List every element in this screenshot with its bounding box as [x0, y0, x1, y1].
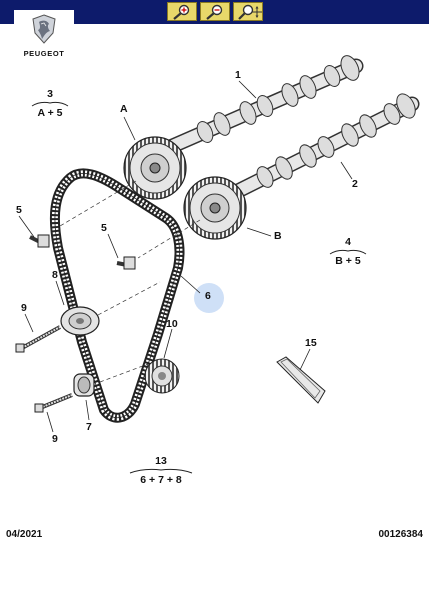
crankshaft-sprocket: [144, 358, 180, 394]
bolt-5-left: [29, 234, 50, 248]
group-13-brace: [129, 468, 193, 474]
pan-button[interactable]: [233, 2, 263, 21]
idler-roller: [73, 373, 95, 397]
group-3-number: 3: [47, 88, 53, 100]
group-3-formula: A + 5: [37, 107, 63, 119]
group-4-number: 4: [345, 236, 351, 248]
label-5-right: 5: [101, 222, 107, 234]
camshaft-top: [160, 55, 364, 156]
label-7: 7: [86, 421, 92, 433]
footer-date: 04/2021: [6, 529, 43, 540]
camshaft-pulley-b: [183, 176, 247, 240]
group-4: 4 B + 5: [328, 236, 368, 267]
group-13: 13 6 + 7 + 8: [128, 455, 194, 486]
camshaft-bottom: [228, 93, 420, 200]
label-9-lower: 9: [52, 433, 58, 445]
label-2: 2: [352, 178, 358, 190]
label-15: 15: [305, 337, 317, 349]
zoom-in-button[interactable]: [167, 2, 197, 21]
group-13-formula: 6 + 7 + 8: [140, 474, 182, 486]
highlight-marker: [194, 283, 224, 313]
zoom-out-button[interactable]: [200, 2, 230, 21]
construction-lines: [59, 180, 201, 383]
group-13-number: 13: [155, 455, 167, 467]
peugeot-lion-icon: [32, 14, 56, 44]
group-3: 3 A + 5: [30, 88, 70, 119]
label-10: 10: [166, 318, 178, 330]
label-1: 1: [235, 69, 241, 81]
label-a: A: [120, 103, 128, 115]
label-6: 6: [205, 290, 211, 302]
magnifier-plus-icon: [173, 4, 190, 20]
group-4-formula: B + 5: [335, 255, 361, 267]
brand-name: PEUGEOT: [23, 49, 65, 58]
label-b: B: [274, 230, 282, 242]
label-9-upper: 9: [21, 302, 27, 314]
bolt-9-upper: [15, 325, 61, 353]
magnifier-minus-icon: [206, 4, 223, 20]
group-4-brace: [329, 249, 367, 255]
gasket-plate: [276, 356, 326, 404]
brand-logo: PEUGEOT: [14, 10, 74, 62]
camshaft-pulley-a: [123, 136, 187, 200]
group-3-brace: [31, 101, 69, 107]
timing-belt: [49, 168, 185, 423]
bolt-9-lower: [34, 393, 73, 413]
bolt-5-right: [116, 256, 136, 270]
label-5-left: 5: [16, 204, 22, 216]
magnifier-move-icon: [238, 4, 262, 20]
leader-lines: [18, 80, 353, 433]
footer-reference: 00126384: [378, 529, 424, 540]
tensioner-roller: [60, 306, 100, 336]
label-8: 8: [52, 269, 58, 281]
